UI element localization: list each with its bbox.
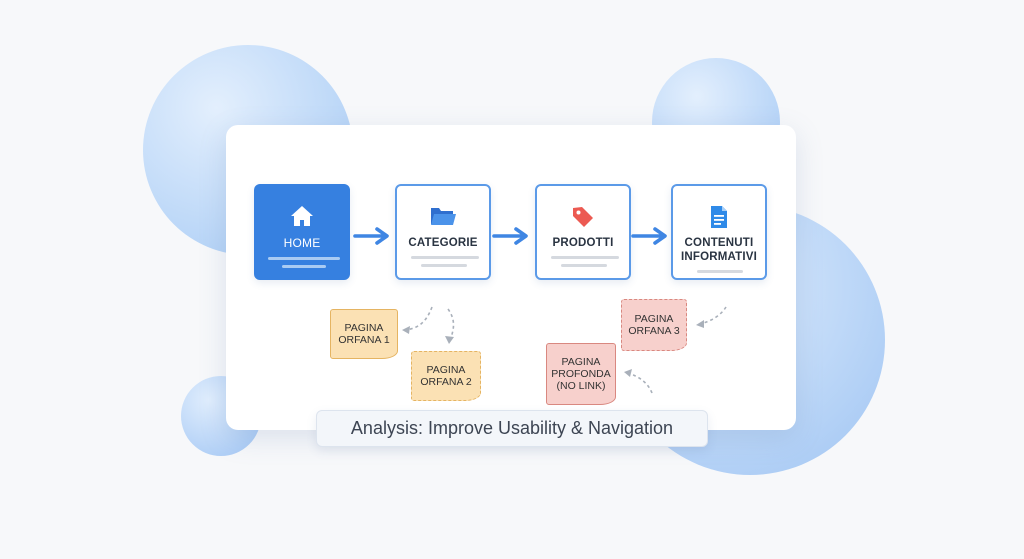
placeholder-line xyxy=(561,264,607,267)
node-label: PRODOTTI xyxy=(552,237,614,249)
arrow-right-icon xyxy=(353,227,389,245)
arrow-right-icon xyxy=(492,227,528,245)
page-profonda-no-link: PAGINA PROFONDA (NO LINK) xyxy=(546,343,616,405)
node-prodotti: PRODOTTI xyxy=(535,184,631,280)
dashed-arrow-icon xyxy=(405,306,433,331)
node-categorie: CATEGORIE xyxy=(395,184,491,280)
home-icon xyxy=(256,204,348,230)
page-orfana-3: PAGINA ORFANA 3 xyxy=(621,299,687,351)
arrow-right-icon xyxy=(631,227,667,245)
placeholder-line xyxy=(421,264,467,267)
placeholder-line xyxy=(268,257,340,260)
node-label: CONTENUTI INFORMATIVI xyxy=(680,237,758,263)
placeholder-line xyxy=(551,256,619,259)
page-orfana-2: PAGINA ORFANA 2 xyxy=(411,351,481,401)
node-label: CATEGORIE xyxy=(408,237,478,249)
node-contenuti-informativi: CONTENUTI INFORMATIVI xyxy=(671,184,767,280)
dashed-arrow-icon xyxy=(699,306,727,325)
node-home: HOME xyxy=(254,184,350,280)
dashed-arrows xyxy=(402,306,727,394)
placeholder-line xyxy=(282,265,326,268)
node-label: HOME xyxy=(283,236,321,250)
page-orfana-1: PAGINA ORFANA 1 xyxy=(330,309,398,359)
price-tag-icon xyxy=(537,204,629,230)
placeholder-line xyxy=(411,256,479,259)
folder-icon xyxy=(397,204,489,230)
caption-banner: Analysis: Improve Usability & Navigation xyxy=(316,410,708,447)
dashed-arrow-icon xyxy=(627,372,653,394)
document-icon xyxy=(673,204,765,230)
placeholder-line xyxy=(697,270,743,273)
dashed-arrow-icon xyxy=(447,308,455,341)
diagram-card: HOME CATEGORIE PRODOTTI xyxy=(226,125,796,430)
